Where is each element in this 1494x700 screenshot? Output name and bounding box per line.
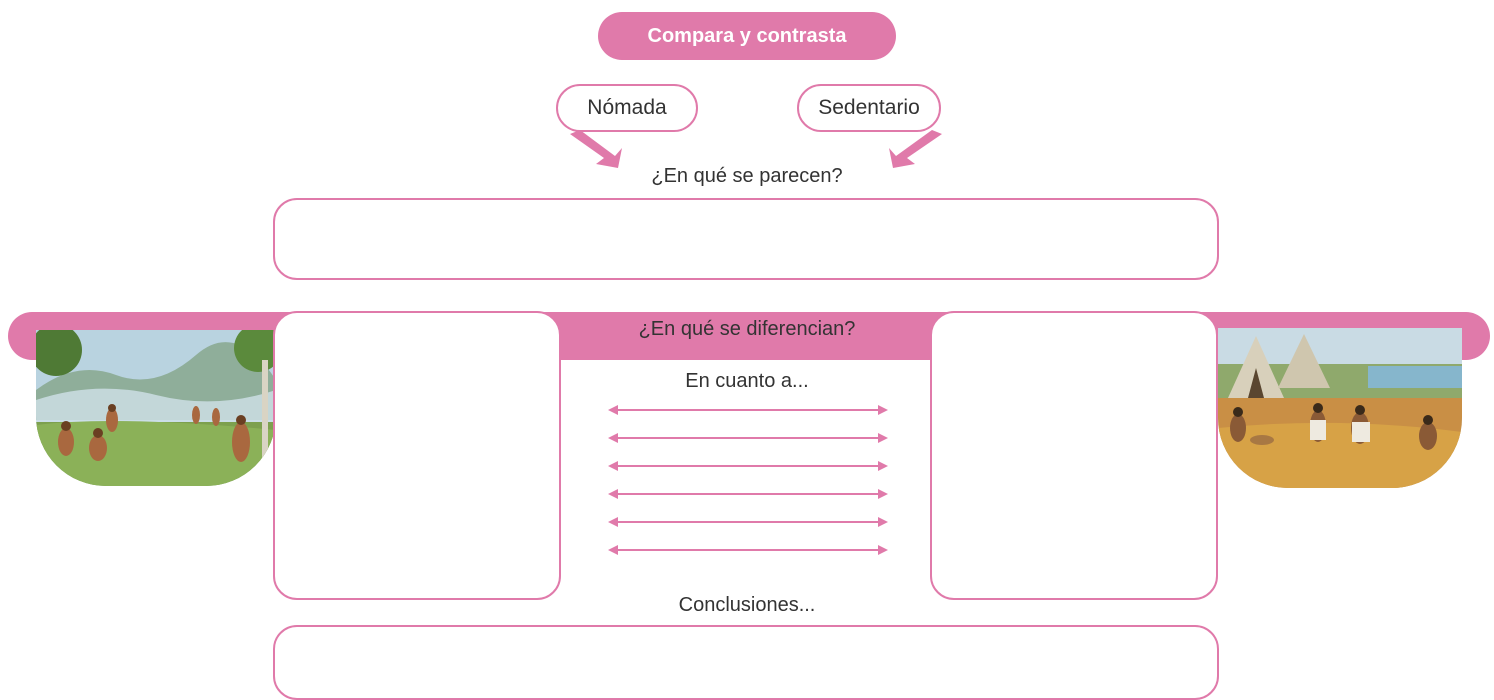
comparison-arrows	[608, 405, 888, 555]
criteria-prompt: En cuanto a...	[685, 370, 809, 392]
nomada-differences-box[interactable]	[273, 311, 561, 600]
nomadic-scene-icon	[36, 330, 276, 486]
sedentary-scene-image	[1218, 328, 1462, 488]
arrow-right-to-center	[889, 130, 942, 168]
concept-sedentario: Sedentario	[797, 84, 941, 132]
sedentary-scene-icon	[1218, 328, 1462, 488]
tag-connector-arrows	[570, 130, 942, 168]
conclusions-answer-box[interactable]	[273, 625, 1219, 700]
diagram-title: Compara y contrasta	[598, 12, 896, 60]
nomadic-scene-image	[36, 330, 276, 486]
similarities-prompt: ¿En qué se parecen?	[651, 165, 843, 187]
arrow-left-to-center	[570, 130, 622, 168]
conclusions-prompt: Conclusiones...	[678, 594, 816, 616]
similarities-answer-box[interactable]	[273, 198, 1219, 280]
concept-nomada: Nómada	[556, 84, 698, 132]
differences-prompt: ¿En qué se diferencian?	[638, 318, 856, 340]
sedentario-differences-box[interactable]	[930, 311, 1218, 600]
